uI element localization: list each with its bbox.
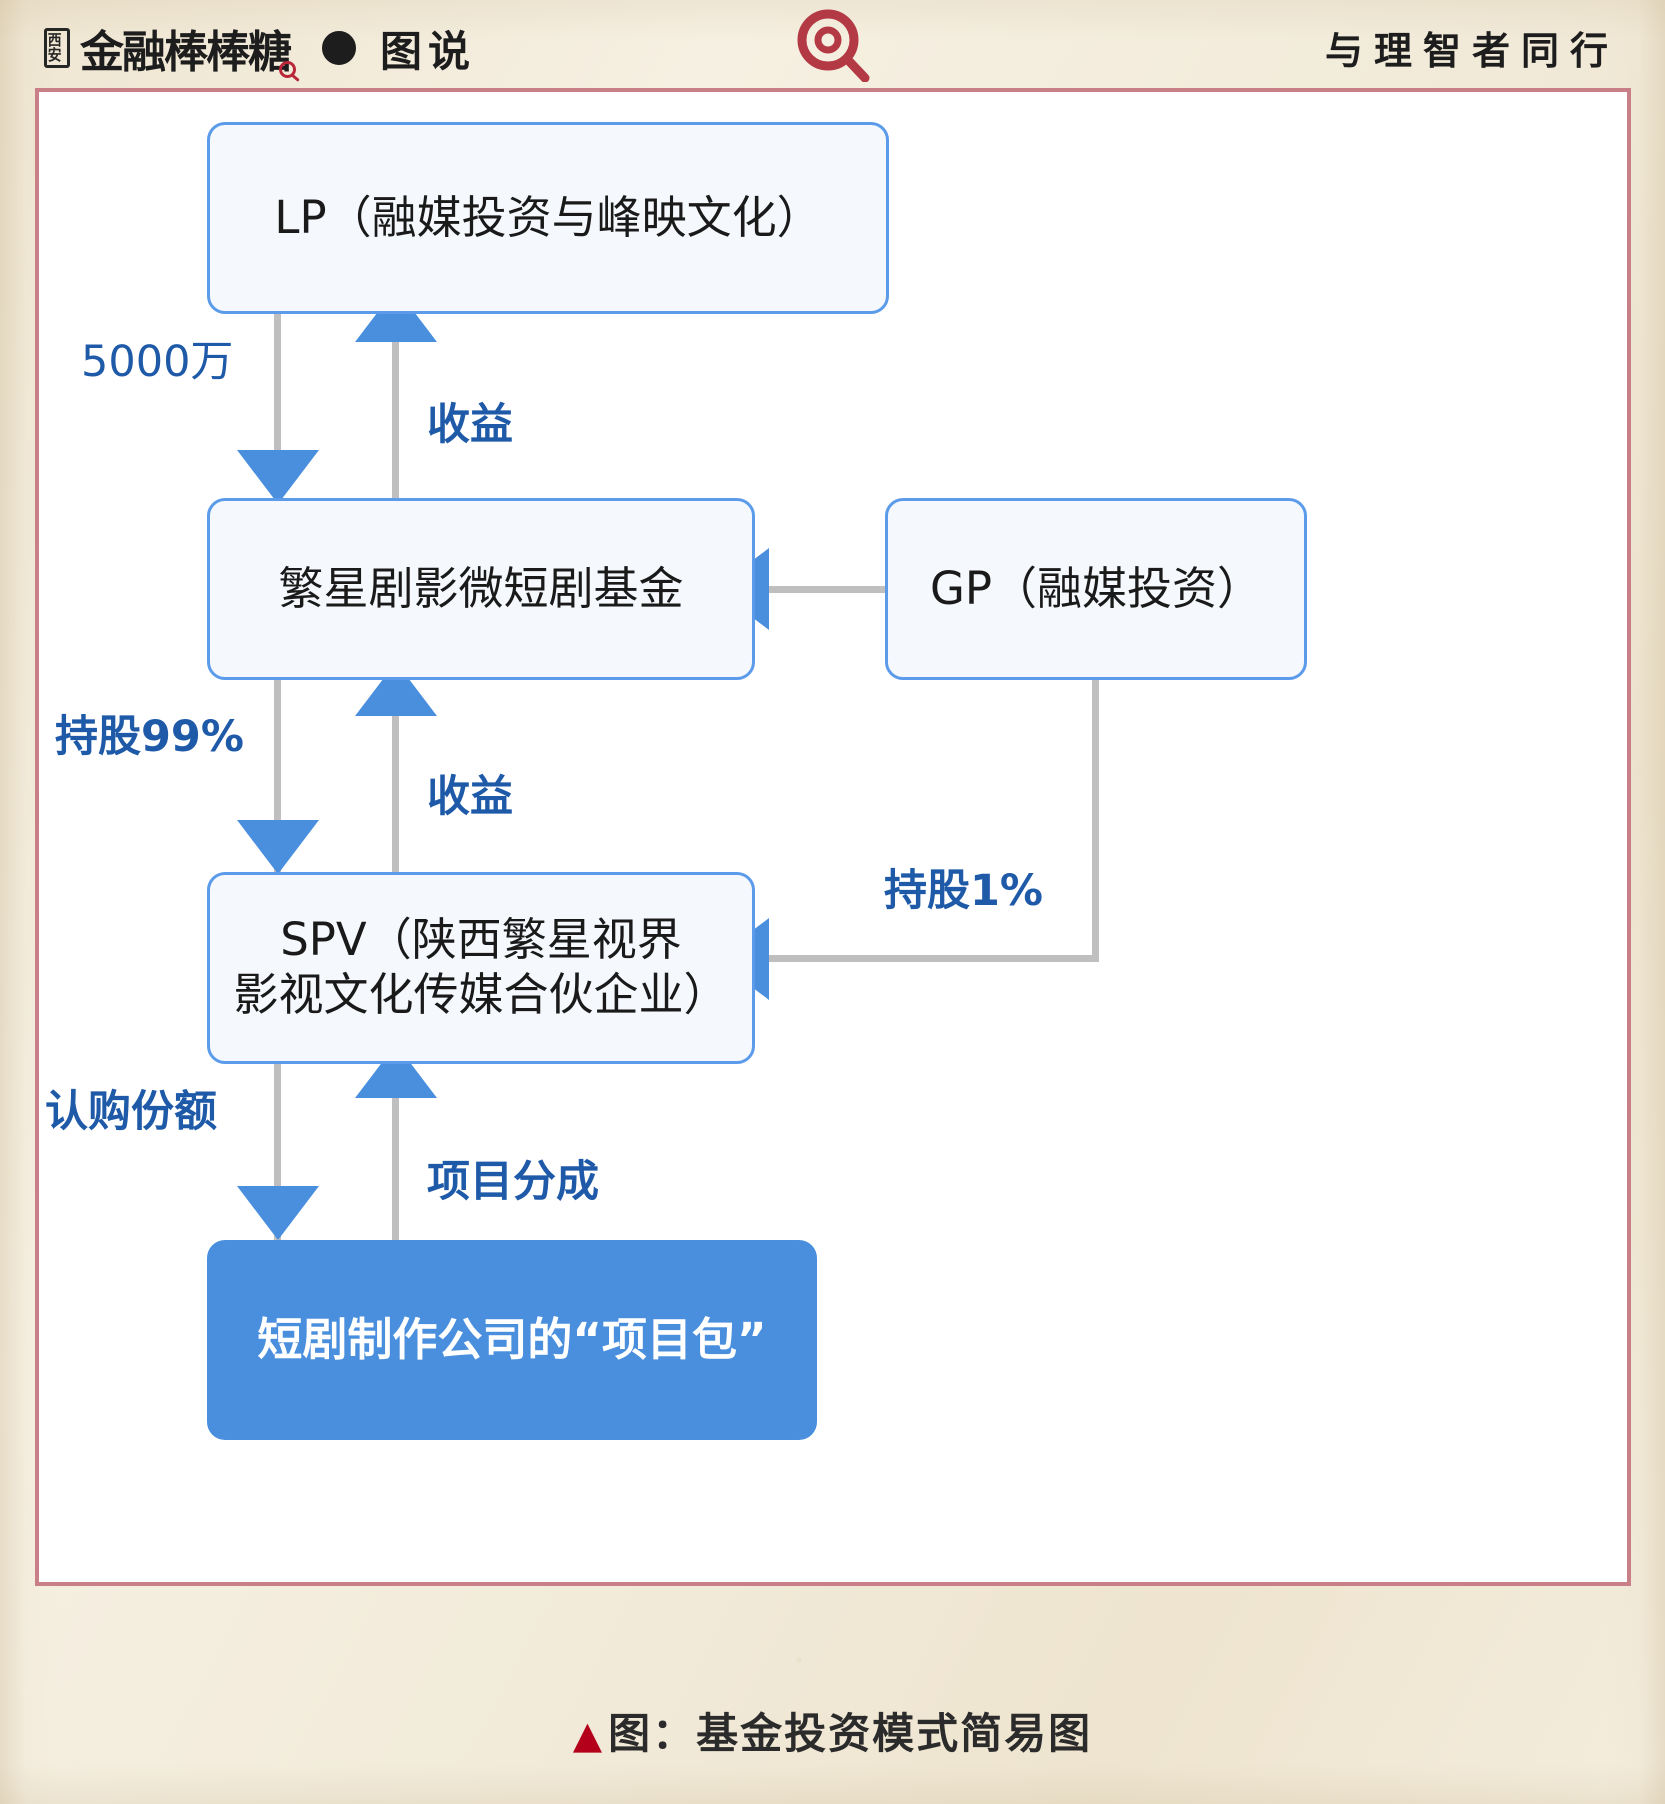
brand-name-text: 金融棒棒糖	[80, 27, 292, 78]
header-tagline: 与理智者同行	[1324, 29, 1619, 73]
brand-city-badge: 西安	[44, 28, 70, 68]
magnifier-mark-icon	[279, 61, 296, 78]
edge-label-gp-to-spv: 持股1%	[884, 866, 1044, 916]
arrowhead-down-spv-to-pkg	[237, 1186, 319, 1240]
page-header: 西安 金融棒棒糖 图说 与理智者同行	[0, 0, 1665, 84]
node-lp[interactable]: LP（融媒投资与峰映文化）	[207, 122, 889, 314]
edge-label-spv-to-pkg: 认购份额	[45, 1087, 217, 1137]
edge-line-fund-to-spv	[274, 680, 281, 876]
brand-city-text: 西安	[47, 32, 62, 64]
diagram-canvas: 5000万 收益 持股99% 收益 持股1% 认购份额 项目分成 LP（融媒投资…	[39, 92, 1627, 1582]
edge-line-gp-to-fund	[769, 586, 889, 593]
node-spv-label: SPV（陕西繁星视界 影视文化传媒合伙企业）	[217, 913, 744, 1023]
figure-caption-text: 图：基金投资模式简易图	[608, 1709, 1093, 1758]
brand-name: 金融棒棒糖	[80, 16, 296, 80]
edge-line-fund-to-lp	[392, 314, 399, 504]
node-project-package[interactable]: 短剧制作公司的“项目包”	[207, 1240, 817, 1440]
node-gp-label: GP（融媒投资）	[929, 561, 1262, 615]
node-project-package-label: 短剧制作公司的“项目包”	[257, 1312, 767, 1366]
edge-label-fund-to-lp: 收益	[427, 400, 513, 450]
node-spv-label-line1: SPV（陕西繁星视界	[280, 913, 682, 967]
brand-lockup: 西安 金融棒棒糖 图说	[44, 16, 476, 80]
edge-label-lp-to-fund: 5000万	[81, 337, 234, 387]
node-spv[interactable]: SPV（陕西繁星视界 影视文化传媒合伙企业）	[207, 872, 755, 1064]
node-fund[interactable]: 繁星剧影微短剧基金	[207, 498, 755, 680]
edge-label-fund-to-spv: 持股99%	[55, 712, 244, 762]
node-lp-label: LP（融媒投资与峰映文化）	[274, 190, 822, 244]
node-gp[interactable]: GP（融媒投资）	[885, 498, 1307, 680]
figure-caption: ▲图：基金投资模式简易图	[0, 1700, 1665, 1761]
edge-label-pkg-to-spv: 项目分成	[427, 1157, 599, 1207]
edge-label-spv-to-fund: 收益	[427, 772, 513, 822]
diagram-frame: 5000万 收益 持股99% 收益 持股1% 认购份额 项目分成 LP（融媒投资…	[35, 88, 1631, 1586]
node-fund-label: 繁星剧影微短剧基金	[278, 561, 684, 615]
node-spv-label-line2: 影视文化传媒合伙企业）	[233, 968, 729, 1021]
edge-line-spv-to-fund	[392, 680, 399, 876]
edge-line-spv-to-pkg	[274, 1064, 281, 1244]
magnifier-logo-icon	[791, 8, 875, 83]
edge-line-pkg-to-spv	[392, 1064, 399, 1244]
section-label: 图说	[380, 26, 477, 76]
arrowhead-down-lp-to-fund	[237, 450, 319, 504]
arrowhead-down-fund-to-spv	[237, 820, 319, 874]
edge-line-gp-to-spv-horizontal	[769, 955, 1099, 962]
edge-line-lp-to-fund	[274, 314, 281, 504]
filled-circle-icon	[322, 31, 356, 65]
edge-line-gp-to-spv-vertical	[1092, 680, 1099, 962]
triangle-marker-icon: ▲	[572, 1712, 605, 1757]
